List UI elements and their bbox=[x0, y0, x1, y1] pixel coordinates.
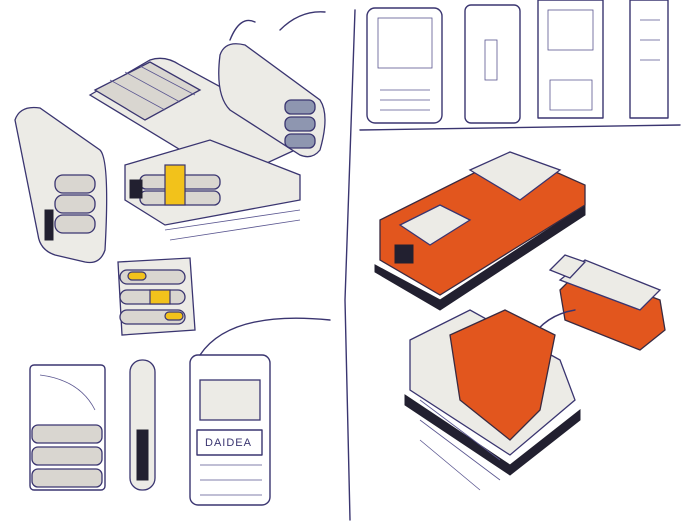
bottom-side-view bbox=[129, 359, 156, 491]
orange-usb-stick bbox=[529, 254, 666, 351]
bottom-daidea-device: DAIDEA bbox=[189, 317, 331, 506]
battery-detail bbox=[117, 257, 196, 336]
bottom-front-view bbox=[29, 364, 106, 491]
sheet-divider bbox=[344, 9, 356, 521]
grey-device-rotated bbox=[218, 11, 326, 158]
device-brand-label: DAIDEA bbox=[205, 437, 252, 449]
grey-device-left bbox=[14, 106, 108, 264]
front-views-row bbox=[366, 0, 669, 124]
orange-device-bottom bbox=[404, 309, 581, 491]
orange-device-large bbox=[374, 151, 586, 311]
grey-device-center bbox=[124, 139, 301, 241]
table-edge bbox=[359, 124, 681, 131]
